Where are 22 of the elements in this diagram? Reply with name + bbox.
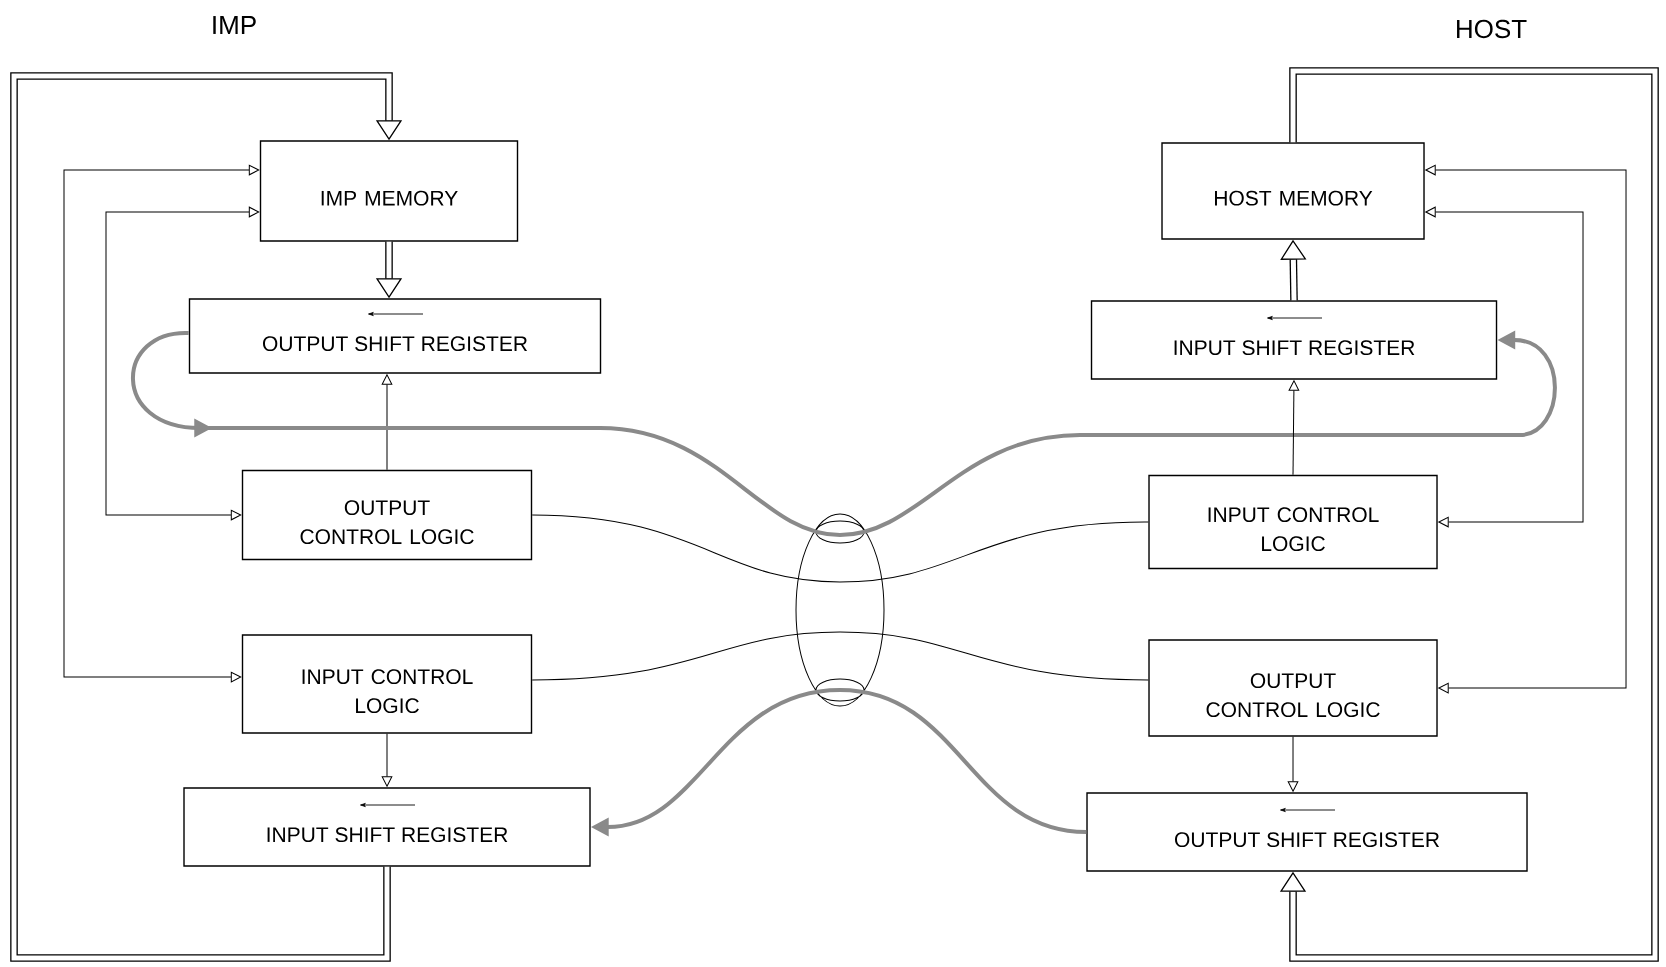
block-box: OUTPUT CONTROL LOGIC xyxy=(241,469,533,561)
block-box: INPUT SHIFT REGISTER xyxy=(183,787,591,867)
arrow xyxy=(1425,164,1627,694)
arrow xyxy=(1287,736,1299,792)
block-box: OUTPUT CONTROL LOGIC xyxy=(1148,639,1438,737)
arrow xyxy=(1425,206,1584,528)
section-heading: HOST xyxy=(1457,19,1527,39)
arrow xyxy=(381,733,393,787)
arrow xyxy=(1279,67,1659,962)
arrow xyxy=(10,72,403,962)
section-heading: IMP xyxy=(213,16,256,34)
block-box: INPUT CONTROL LOGIC xyxy=(241,634,533,734)
arrow xyxy=(63,164,260,683)
arrow xyxy=(381,374,393,471)
block-box: OUTPUT SHIFT REGISTER xyxy=(1086,792,1528,872)
block-box: IMP MEMORY xyxy=(259,140,519,242)
block-box: INPUT SHIFT REGISTER xyxy=(1090,300,1498,380)
arrow xyxy=(105,206,260,521)
arrow xyxy=(1288,380,1300,476)
block-box: OUTPUT SHIFT REGISTER xyxy=(188,298,602,374)
block-box: INPUT CONTROL LOGIC xyxy=(1148,474,1438,570)
block-box: HOST MEMORY xyxy=(1161,142,1425,240)
